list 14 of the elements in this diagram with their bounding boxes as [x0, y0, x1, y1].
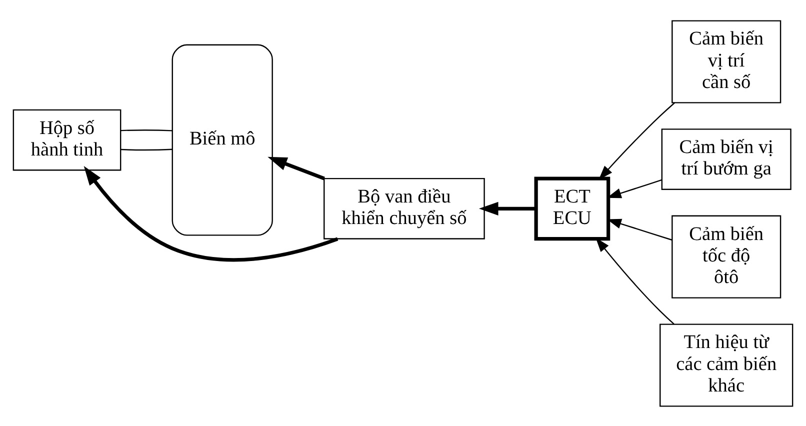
node-box: Cảm biến vị trí bướm ga [661, 128, 792, 190]
arrow [84, 166, 338, 262]
node-box: Biến mô [172, 44, 273, 236]
connector [120, 129, 172, 131]
node-box: Hộp số hành tinh [12, 108, 122, 170]
node-box: Cảm biến vị trí cần số [672, 20, 782, 103]
arrow [598, 102, 675, 180]
node-box: Bộ van điều khiển chuyển số [324, 177, 485, 239]
connector [120, 148, 172, 150]
arrow [478, 201, 536, 215]
node-box: Tín hiệu từ các cảm biến khác [660, 323, 794, 406]
node-box: ECT ECU [534, 176, 610, 240]
node-box: Cảm biến tốc độ ôtô [672, 214, 782, 298]
arrow [268, 156, 325, 180]
